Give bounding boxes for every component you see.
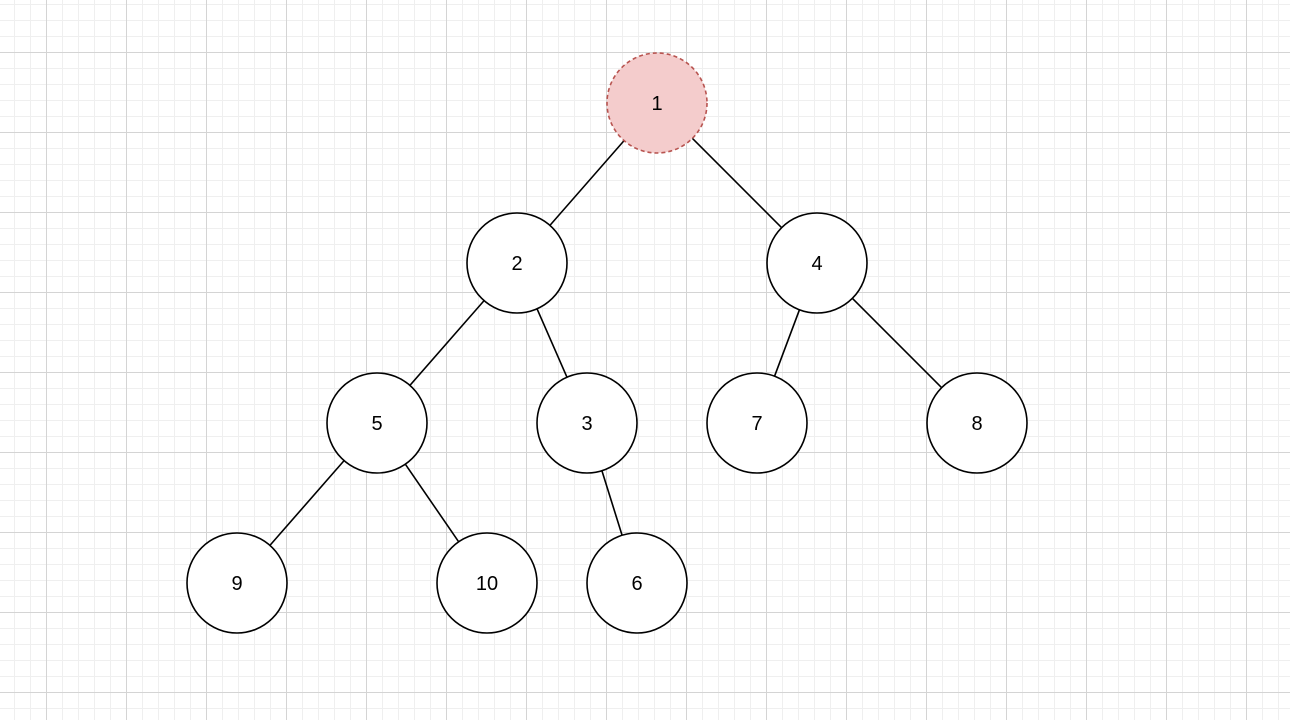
tree-node-6[interactable]: 6 (586, 532, 688, 634)
node-circle[interactable] (926, 372, 1028, 474)
edge-5-10[interactable] (404, 463, 460, 543)
node-label: 1 (651, 93, 662, 115)
node-label: 9 (231, 573, 242, 595)
edge-2-3[interactable] (536, 308, 568, 378)
node-circle[interactable] (586, 532, 688, 634)
node-circle[interactable] (186, 532, 288, 634)
node-label: 10 (476, 573, 498, 595)
edge-4-8[interactable] (851, 297, 943, 389)
node-label: 8 (971, 413, 982, 435)
nodes-layer: 1 2 4 5 3 7 8 9 10 6 (186, 52, 1028, 634)
node-circle[interactable] (536, 372, 638, 474)
tree-node-8[interactable]: 8 (926, 372, 1028, 474)
edge-5-9[interactable] (269, 460, 345, 546)
node-label: 3 (581, 413, 592, 435)
tree-node-5[interactable]: 5 (326, 372, 428, 474)
node-circle[interactable] (466, 212, 568, 314)
node-label: 5 (371, 413, 382, 435)
edge-2-5[interactable] (409, 300, 485, 386)
tree-node-4[interactable]: 4 (766, 212, 868, 314)
node-circle[interactable] (326, 372, 428, 474)
tree-node-1[interactable]: 1 (606, 52, 708, 154)
edge-3-6[interactable] (601, 470, 623, 536)
edges-layer (269, 137, 943, 546)
node-circle[interactable] (436, 532, 538, 634)
tree-node-2[interactable]: 2 (466, 212, 568, 314)
tree-node-10[interactable]: 10 (436, 532, 538, 634)
tree-node-3[interactable]: 3 (536, 372, 638, 474)
edge-4-7[interactable] (773, 309, 801, 377)
node-label: 4 (811, 253, 822, 275)
node-label: 2 (511, 253, 522, 275)
node-circle[interactable] (766, 212, 868, 314)
tree-node-9[interactable]: 9 (186, 532, 288, 634)
edge-1-4[interactable] (691, 137, 783, 229)
node-circle[interactable] (706, 372, 808, 474)
tree-node-7[interactable]: 7 (706, 372, 808, 474)
node-circle[interactable] (606, 52, 708, 154)
node-label: 6 (631, 573, 642, 595)
node-label: 7 (751, 413, 762, 435)
edge-1-2[interactable] (549, 140, 625, 226)
